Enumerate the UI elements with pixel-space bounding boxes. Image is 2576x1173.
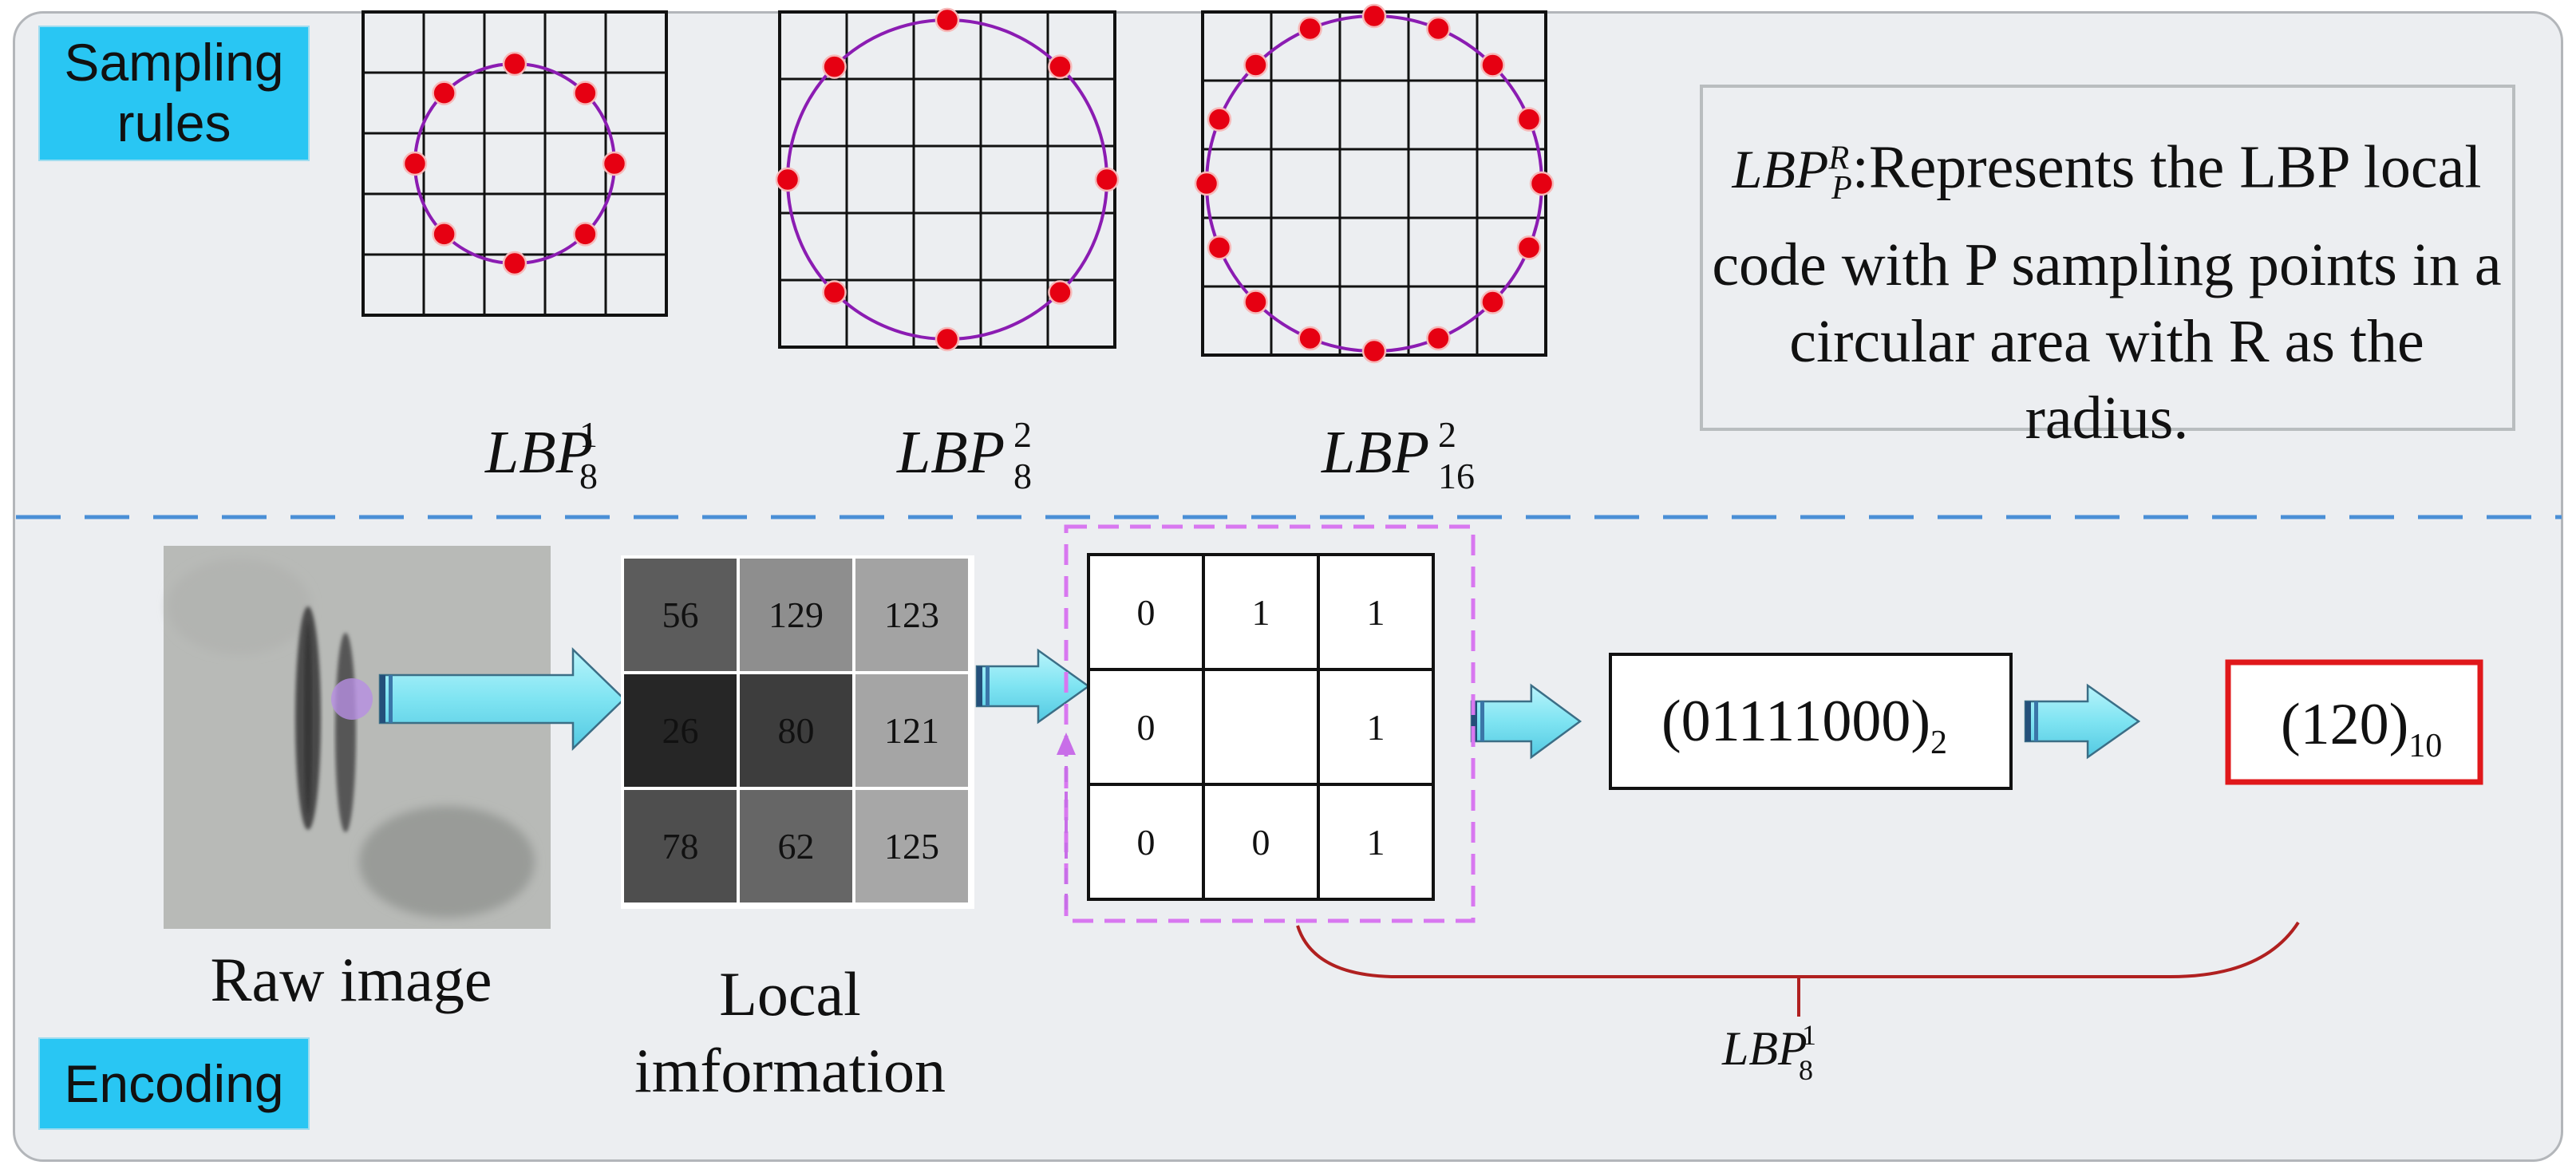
binary-code-box [1609, 653, 2013, 790]
sampling-point [1529, 171, 1555, 196]
local-cell [740, 674, 852, 787]
local-cell [624, 674, 737, 787]
sampling-point [1243, 290, 1268, 314]
grid-border [362, 10, 668, 317]
encoding-tag: Encoding [38, 1037, 310, 1130]
sampling-point [822, 54, 847, 79]
sampling-grid-3 [1194, 3, 1555, 364]
local-value: 129 [768, 594, 824, 635]
binary-value: 1 [1366, 822, 1385, 863]
sampling-point [573, 81, 598, 105]
arrow-body [975, 648, 1091, 725]
binary-value: 0 [1136, 592, 1156, 633]
sampling-point [1207, 107, 1232, 132]
binary-grid-border [1087, 553, 1435, 901]
description-symbol: LBPRP [1732, 138, 1852, 207]
decimal-code-box [2225, 659, 2483, 785]
sampling-point [1480, 53, 1505, 77]
sampling-point [1361, 3, 1387, 29]
sampling-point [502, 251, 527, 276]
sampling-point [1516, 107, 1542, 132]
arrow-local-to-binary [975, 648, 1091, 725]
sampling-point [775, 167, 800, 192]
binary-value: 1 [1251, 592, 1270, 633]
sampling-point [1048, 54, 1073, 79]
local-value: 125 [884, 826, 939, 867]
sampling-grid-2 [775, 7, 1120, 352]
binary-value: 0 [1251, 822, 1270, 863]
arrow-stripe [380, 675, 385, 723]
description-box [1700, 85, 2515, 431]
local-cell [624, 559, 737, 671]
neighborhood-highlight [1064, 524, 1476, 923]
sampling-point [1094, 167, 1120, 192]
arrow-stripe [1472, 701, 1477, 741]
binary-code: (01111000)2 [1661, 689, 1948, 761]
raw-image-caption: Raw image [210, 945, 492, 1014]
local-value: 78 [662, 826, 699, 867]
sampling-point [934, 326, 960, 352]
sampling-point [432, 222, 456, 247]
sampling-grid-1 [362, 10, 668, 317]
arrow-stripe [2034, 701, 2038, 741]
description-text: LBPRP:Represents the LBP local code with… [1712, 133, 2502, 452]
local-cell [855, 674, 968, 787]
sampling-point [934, 7, 960, 33]
sampling-point [1361, 338, 1387, 364]
arrow-binary-to-code [1470, 683, 1582, 760]
arrow-raw-to-local [378, 647, 626, 751]
sampling-point [402, 151, 428, 176]
local-cell [855, 790, 968, 902]
arrow-body [1470, 683, 1582, 760]
local-cell [624, 790, 737, 902]
binary-value: 1 [1366, 707, 1385, 748]
raw-image [164, 546, 551, 929]
sampling-point [1207, 235, 1232, 260]
sampling-point [1426, 16, 1451, 41]
sampling-point [1426, 326, 1451, 351]
binary-value: 0 [1136, 707, 1156, 748]
local-cell [740, 790, 852, 902]
local-value: 26 [662, 710, 699, 751]
local-information-caption: Local imformation [634, 959, 946, 1105]
sampling-point [822, 280, 847, 305]
arrow-stripe [977, 666, 982, 706]
decimal-code: (120)10 [2281, 692, 2443, 764]
result-brace [1296, 921, 2300, 978]
arrow-stripe [986, 666, 990, 706]
binary-value: 0 [1136, 822, 1156, 863]
sampling-point [1048, 280, 1073, 305]
sampling-point [573, 222, 598, 247]
sampling-point [1480, 290, 1505, 314]
arrow-stripe [389, 675, 393, 723]
arrow-body [2024, 683, 2141, 760]
sampling-point [502, 51, 527, 77]
sampling-point [602, 151, 627, 176]
sampling-rules-tag: Sampling rules [38, 26, 310, 161]
sampling-point [1243, 53, 1268, 77]
local-value: 62 [777, 826, 815, 867]
local-value: 80 [777, 710, 815, 751]
sampling-point [1194, 171, 1219, 196]
local-value: 123 [884, 594, 939, 635]
sampling-point [1298, 16, 1322, 41]
arrow-body [378, 647, 626, 751]
arrow-code-to-decimal [2024, 683, 2141, 760]
local-value: 56 [662, 594, 699, 635]
local-cell [855, 559, 968, 671]
feedback-arrow-head [1057, 733, 1076, 755]
sampling-point [432, 81, 456, 105]
local-value: 121 [884, 710, 939, 751]
sampling-point [1516, 235, 1542, 260]
binary-value: 1 [1366, 592, 1385, 633]
sampling-point [1298, 326, 1322, 351]
local-cell [740, 559, 852, 671]
arrow-stripe [2025, 701, 2031, 741]
arrow-stripe [1480, 701, 1484, 741]
